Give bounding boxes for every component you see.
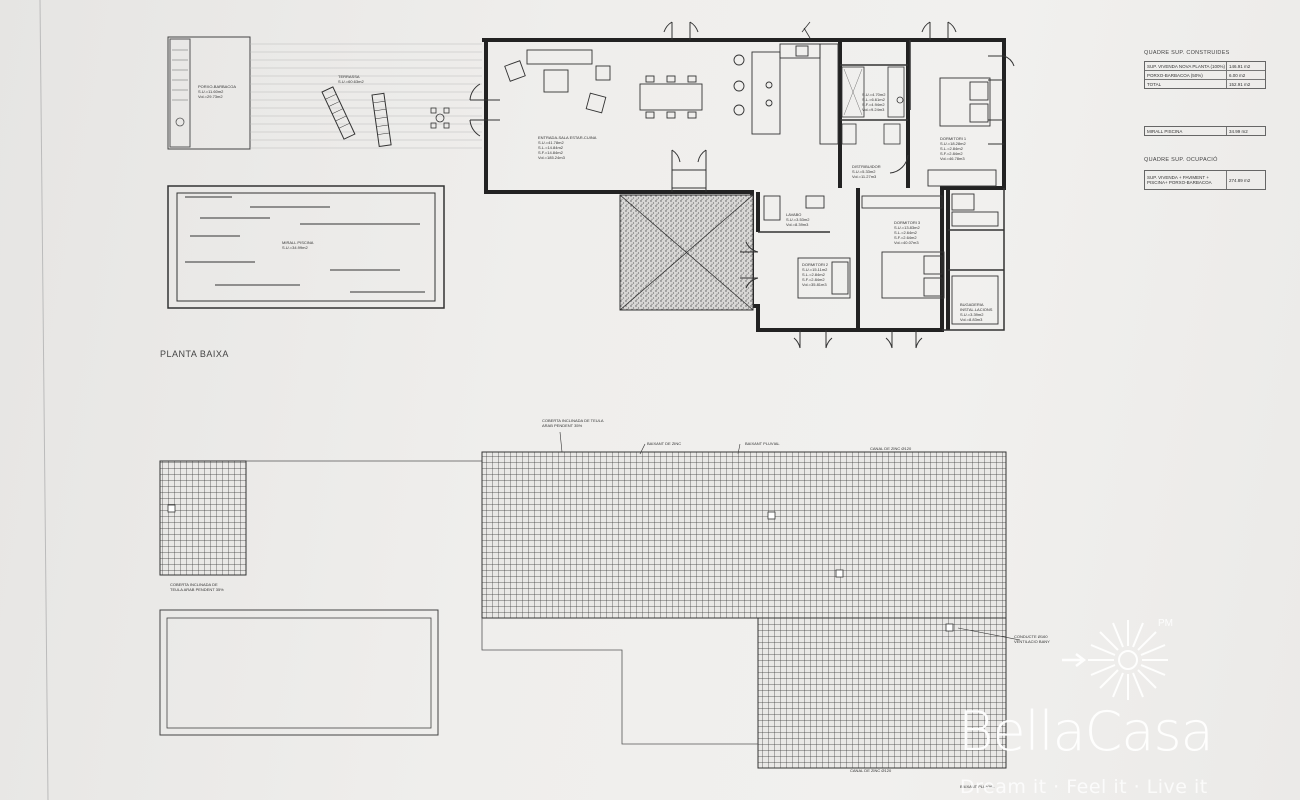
table1-heading: QUADRE SUP. CONSTRUIDES xyxy=(1144,50,1230,56)
table-occupation: SUP. VIVENDA + PAVIMENT + PISCINA+ PORXO… xyxy=(1144,170,1266,190)
roof-coberta-label-1: COBERTA INCLINADA DE TEULA ARAB PENDENT … xyxy=(542,418,604,428)
table-row: SUP. VIVENDA + PAVIMENT + PISCINA+ PORXO… xyxy=(1145,171,1265,189)
roof-coberta-label-2: COBERTA INCLINADA DE TEULA ARAB PENDENT … xyxy=(170,582,224,592)
doors xyxy=(469,21,1015,349)
sun-lounger-1 xyxy=(321,86,356,140)
table-row: PORXO-BARBACOA (50%)6.00 m2 xyxy=(1145,71,1265,80)
brand-name: BellaCasa xyxy=(958,700,1214,763)
living-furniture xyxy=(504,43,839,145)
pool-roof-outline xyxy=(159,609,439,736)
main-roof xyxy=(481,451,1007,619)
plan-title: PLANTA BAIXA xyxy=(160,349,229,359)
grill xyxy=(175,117,185,127)
wing-roof xyxy=(757,617,1007,769)
barbecue-counter xyxy=(169,38,191,148)
roof-baixant-bottom: BAIXANT PLUVIAL xyxy=(960,784,995,789)
sun-lounger-2 xyxy=(371,92,392,148)
roof-baixant-zinc: BAIXANT DE ZINC xyxy=(647,441,682,446)
sheet-edge-line xyxy=(39,0,49,800)
roof-canal-bottom: CANAL DE ZINC Ø120 xyxy=(850,768,892,773)
table3-heading: QUADRE SUP. OCUPACIÓ xyxy=(1144,157,1218,163)
terrace-table xyxy=(430,107,450,129)
brand-tagline: Dream it · Feel it · Live it xyxy=(960,776,1208,798)
table-row: SUP. VIVENDA NOVA PLANTA (100%)146.91 m2 xyxy=(1145,62,1265,71)
table-built-surfaces: SUP. VIVENDA NOVA PLANTA (100%)146.91 m2… xyxy=(1144,61,1266,89)
bedroom-furniture xyxy=(763,77,999,325)
roof-canal-top: CANAL DE ZINC Ø120 xyxy=(870,446,912,451)
logo-mark: PM xyxy=(1158,618,1173,629)
house-walls xyxy=(482,38,1006,332)
roof-vents xyxy=(167,504,954,632)
porxo-roof xyxy=(159,460,247,576)
roof-baixant-pluvial: BAIXANT PLUVIAL xyxy=(745,441,780,446)
roof-conducte: CONDUCTE Ø160 VENTILACIO BANY xyxy=(1014,634,1050,644)
pool-outline xyxy=(167,185,445,309)
bathroom-fixtures xyxy=(841,66,905,145)
pool-inner xyxy=(176,192,436,302)
terrace xyxy=(250,37,482,149)
roof-outline-left xyxy=(481,618,758,745)
